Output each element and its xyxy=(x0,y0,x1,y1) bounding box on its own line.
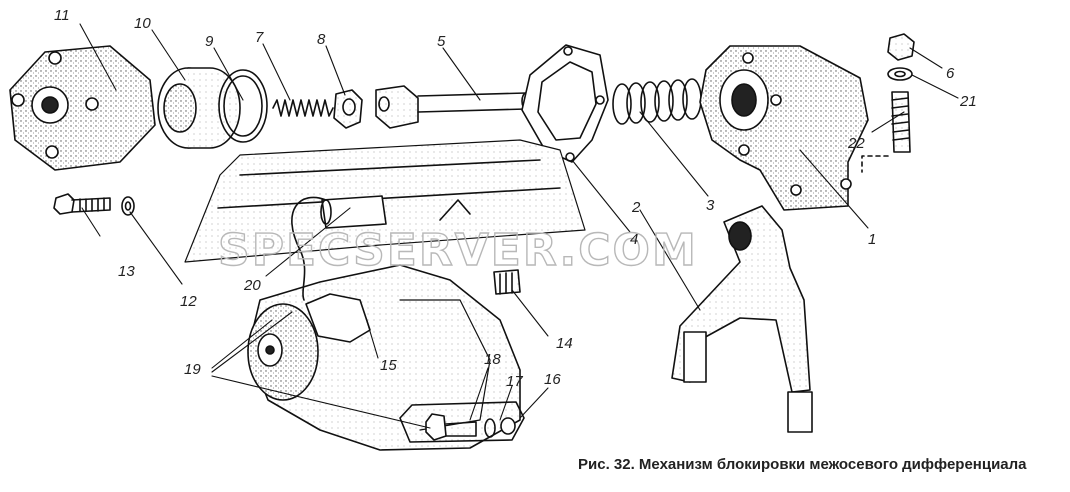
sensor-cover-plate xyxy=(399,401,525,443)
washer-part xyxy=(887,67,913,81)
gasket-part xyxy=(521,44,609,163)
sensor-washer-part xyxy=(484,418,496,438)
callout-14: 14 xyxy=(556,335,573,352)
spring-washer-part xyxy=(121,196,135,216)
callout-labels: 11 10 9 7 8 5 6 21 22 1 3 2 4 13 12 20 1… xyxy=(54,7,977,390)
callout-12: 12 xyxy=(180,293,197,310)
callout-7: 7 xyxy=(255,29,264,46)
callout-1: 1 xyxy=(868,231,876,248)
callout-9: 9 xyxy=(205,33,214,50)
sensor-part xyxy=(425,413,477,441)
o-ring-part xyxy=(218,69,268,143)
watermark: SPECSERVER.COM xyxy=(218,225,698,276)
callout-22: 22 xyxy=(847,135,865,152)
rod-part xyxy=(375,85,531,129)
callout-20: 20 xyxy=(243,277,261,294)
callout-5: 5 xyxy=(437,33,446,50)
union-fitting-part xyxy=(493,269,521,295)
callout-16: 16 xyxy=(544,371,561,388)
callout-19: 19 xyxy=(184,361,201,378)
callout-13: 13 xyxy=(118,263,135,280)
callout-15: 15 xyxy=(380,357,397,374)
callout-2: 2 xyxy=(631,199,641,216)
callout-10: 10 xyxy=(134,15,151,32)
callout-8: 8 xyxy=(317,31,326,48)
stud-part xyxy=(891,91,911,153)
callout-4: 4 xyxy=(630,231,638,248)
figure-caption: Рис. 32. Механизм блокировки межосевого … xyxy=(578,456,1027,473)
bolt-part xyxy=(53,193,111,215)
spring-large-part xyxy=(612,78,702,125)
frame-bracket xyxy=(184,139,586,263)
callout-3: 3 xyxy=(706,197,715,214)
callout-18: 18 xyxy=(484,351,501,368)
spring-small-part xyxy=(272,99,334,117)
callout-21: 21 xyxy=(959,93,977,110)
callout-6: 6 xyxy=(946,65,955,82)
nut-part xyxy=(333,89,363,129)
cover-part xyxy=(9,45,156,171)
cap-nut-part xyxy=(887,33,915,61)
callout-17: 17 xyxy=(506,373,523,390)
callout-11: 11 xyxy=(54,7,70,24)
shift-fork-part xyxy=(671,205,813,433)
housing-part xyxy=(699,45,869,211)
leader-lines xyxy=(79,23,959,429)
air-hose xyxy=(291,196,327,301)
plug-part xyxy=(500,417,516,435)
piston-part xyxy=(157,67,241,149)
